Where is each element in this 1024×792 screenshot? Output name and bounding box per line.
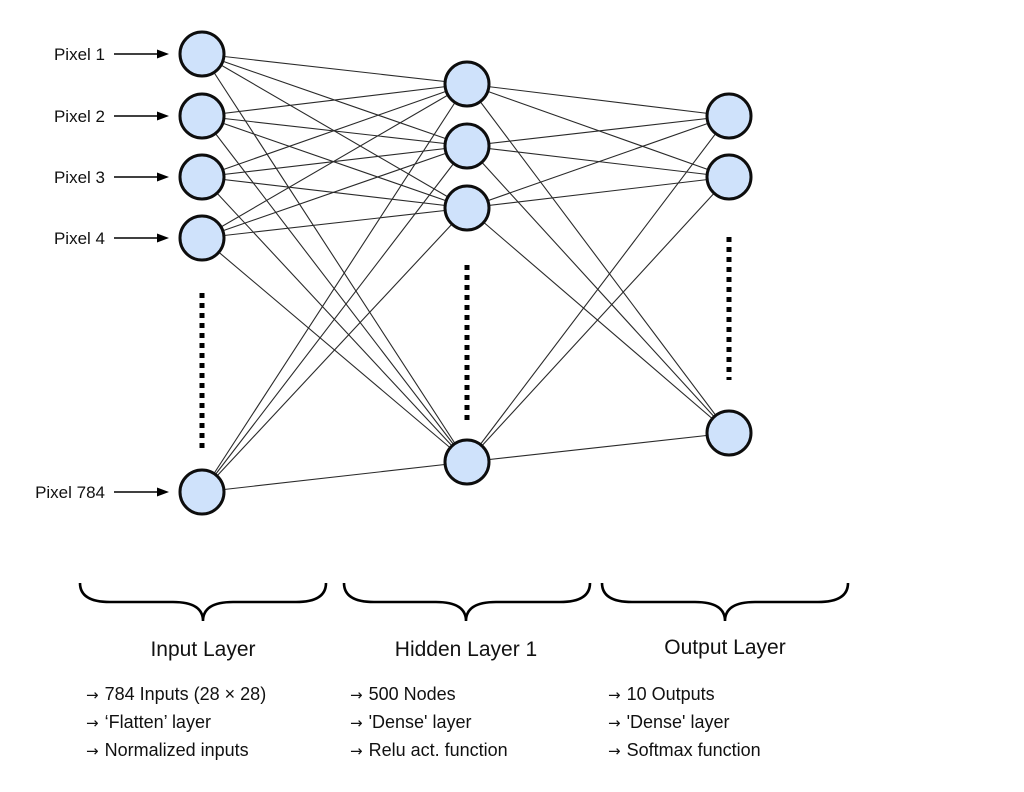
edge-hidden4-output2 — [466, 176, 730, 463]
input-layer-title: Input Layer — [150, 638, 256, 661]
hidden-layer-title: Hidden Layer 1 — [394, 638, 538, 661]
input-node-3 — [178, 153, 226, 201]
input-label-4: Pixel 4 — [54, 229, 105, 248]
input-node-4 — [178, 214, 226, 262]
edge-hidden1-output1 — [466, 83, 730, 117]
edge-input4-hidden1 — [201, 83, 468, 239]
input-node-5 — [178, 468, 226, 516]
layer-braces — [78, 582, 850, 622]
info-item: →'Dense' layer — [350, 712, 472, 732]
arrow-icon: → — [608, 686, 621, 704]
arrow-icon: → — [608, 714, 621, 732]
input-labels: Pixel 1 Pixel 2 Pixel 3 Pixel 4 Pixel 784 — [35, 45, 169, 502]
arrow-head-icon — [157, 487, 169, 497]
edge-hidden4-output1 — [466, 115, 730, 463]
arrow-icon: → — [86, 742, 99, 760]
edge-input1-hidden4 — [201, 53, 468, 463]
info-item: →10 Outputs — [608, 684, 715, 704]
hidden-node-2 — [443, 122, 491, 170]
edge-input2-hidden1 — [201, 83, 468, 117]
info-item: →'Dense' layer — [608, 712, 730, 732]
edge-hidden3-output2 — [466, 176, 730, 209]
output-node-3 — [705, 409, 753, 457]
input-layer-brace — [78, 582, 328, 622]
input-label-2: Pixel 2 — [54, 107, 105, 126]
edge-hidden2-output1 — [466, 115, 730, 147]
ellipsis-dots — [199, 237, 732, 450]
neurons — [178, 30, 753, 516]
connections — [201, 53, 730, 493]
input-label-5: Pixel 784 — [35, 483, 105, 502]
arrow-head-icon — [157, 172, 169, 182]
edge-hidden3-output1 — [466, 115, 730, 209]
output-node-1 — [705, 92, 753, 140]
edge-input4-hidden2 — [201, 145, 468, 239]
output-layer-info: →10 Outputs →'Dense' layer →Softmax func… — [608, 681, 761, 765]
edge-hidden1-output3 — [466, 83, 730, 434]
edge-hidden4-output3 — [466, 432, 730, 463]
hidden-node-4 — [443, 438, 491, 486]
edge-input5-hidden1 — [201, 83, 468, 493]
info-item: →784 Inputs (28 × 28) — [86, 684, 267, 704]
edge-input5-hidden3 — [201, 207, 468, 493]
input-node-2 — [178, 92, 226, 140]
hidden-node-1 — [443, 60, 491, 108]
arrow-icon: → — [608, 742, 621, 760]
edge-hidden3-output3 — [466, 207, 730, 434]
edge-input5-hidden2 — [201, 145, 468, 493]
edge-input4-hidden3 — [201, 207, 468, 239]
edge-input1-hidden1 — [201, 53, 468, 85]
output-layer-brace — [600, 582, 850, 622]
output-layer-title: Output Layer — [664, 636, 786, 659]
hidden-layer-info: →500 Nodes →'Dense' layer →Relu act. fun… — [350, 681, 508, 765]
info-item: →Relu act. function — [350, 740, 508, 760]
input-layer-info: →784 Inputs (28 × 28) →‘Flatten’ layer →… — [86, 681, 266, 765]
hidden-layer-brace — [342, 582, 592, 622]
arrow-icon: → — [350, 742, 363, 760]
edge-input5-hidden4 — [201, 461, 468, 493]
arrow-icon: → — [350, 686, 363, 704]
info-item: →‘Flatten’ layer — [86, 712, 211, 732]
arrow-icon: → — [350, 714, 363, 732]
arrow-head-icon — [157, 233, 169, 243]
hidden-node-3 — [443, 184, 491, 232]
arrow-icon: → — [86, 714, 99, 732]
info-item: →Softmax function — [608, 740, 761, 760]
edge-input3-hidden1 — [201, 83, 468, 178]
input-label-3: Pixel 3 — [54, 168, 105, 187]
info-item: →Normalized inputs — [86, 740, 249, 760]
input-node-1 — [178, 30, 226, 78]
arrow-head-icon — [157, 111, 169, 121]
arrow-head-icon — [157, 49, 169, 59]
output-node-2 — [705, 153, 753, 201]
arrow-icon: → — [86, 686, 99, 704]
info-item: →500 Nodes — [350, 684, 456, 704]
input-label-1: Pixel 1 — [54, 45, 105, 64]
